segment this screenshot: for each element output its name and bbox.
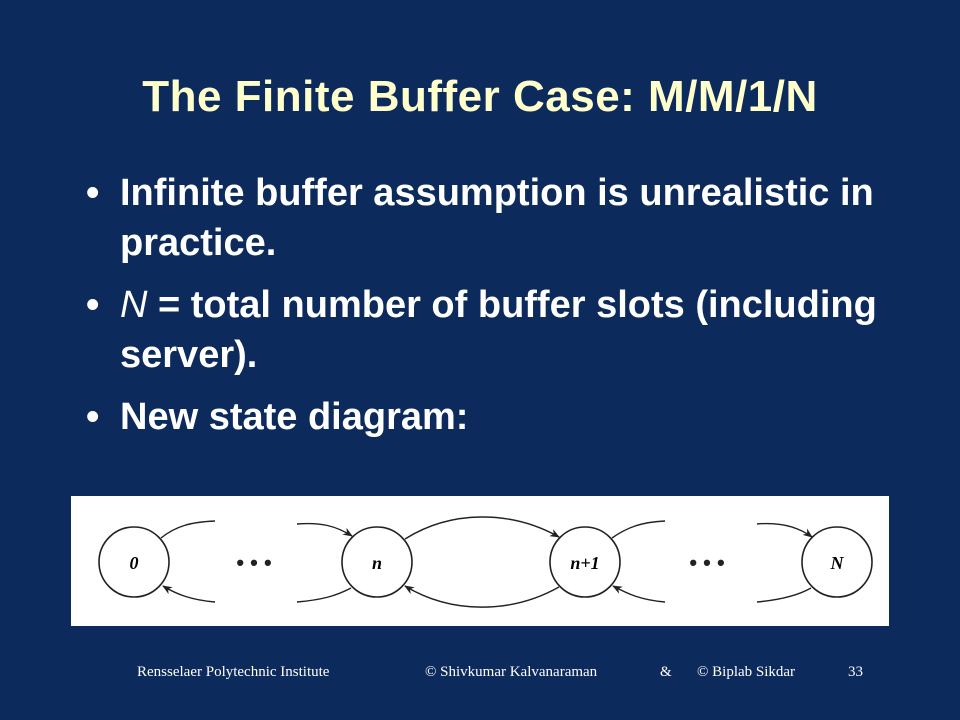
arrow-into-n1: [612, 585, 666, 603]
bullet-text: New state diagram:: [120, 396, 469, 438]
state-node-0: 0: [98, 526, 170, 598]
state-label: n: [372, 553, 382, 573]
page-number: 33: [848, 664, 863, 680]
slide-title: The Finite Buffer Case: M/M/1/N: [142, 72, 818, 121]
arrow-n1-out: [611, 520, 666, 539]
state-node-n: n: [341, 526, 413, 598]
arrow-into-0: [162, 585, 216, 603]
state-node-N: N: [801, 526, 873, 598]
bullet-item: • N = total number of buffer slots (incl…: [86, 280, 906, 380]
state-label: N: [830, 553, 845, 573]
state-label: n+1: [570, 553, 599, 573]
bullet-text: Infinite buffer assumption is unrealisti…: [120, 172, 874, 264]
footer-institution: Rensselaer Polytechnic Institute: [137, 664, 330, 680]
bullet-item: • New state diagram:: [86, 392, 906, 442]
bullet-marker: •: [86, 172, 100, 214]
arrow-n-out-left: [296, 587, 352, 603]
arrow-into-N: [756, 522, 813, 538]
arrow-into-n: [296, 522, 353, 537]
arrow-N-out: [756, 587, 812, 603]
bullet-marker: •: [86, 284, 100, 326]
state-node-n-plus-1: n+1: [549, 526, 621, 598]
state-label: 0: [130, 553, 139, 573]
bullet-list: • Infinite buffer assumption is unrealis…: [86, 168, 906, 454]
arrow-n1-to-n: [404, 585, 560, 608]
footer-copyright-1: © Shivkumar Kalvanaraman: [425, 664, 598, 680]
footer-ampersand: &: [660, 664, 672, 680]
state-diagram: 0 n n+1 N • • • • • •: [71, 496, 889, 626]
ellipsis-left: • • •: [236, 550, 271, 575]
footer-copyright-2: © Biplab Sikdar: [697, 664, 796, 680]
bullet-marker: •: [86, 396, 100, 438]
arrow-0-out: [160, 520, 216, 539]
bullet-text: = total number of buffer slots (includin…: [120, 284, 877, 376]
bullet-variable: N: [120, 284, 148, 326]
arrow-n-to-n1: [404, 516, 560, 540]
ellipsis-right: • • •: [689, 550, 724, 575]
state-diagram-svg: 0 n n+1 N • • • • • •: [98, 516, 873, 608]
bullet-item: • Infinite buffer assumption is unrealis…: [86, 168, 906, 268]
